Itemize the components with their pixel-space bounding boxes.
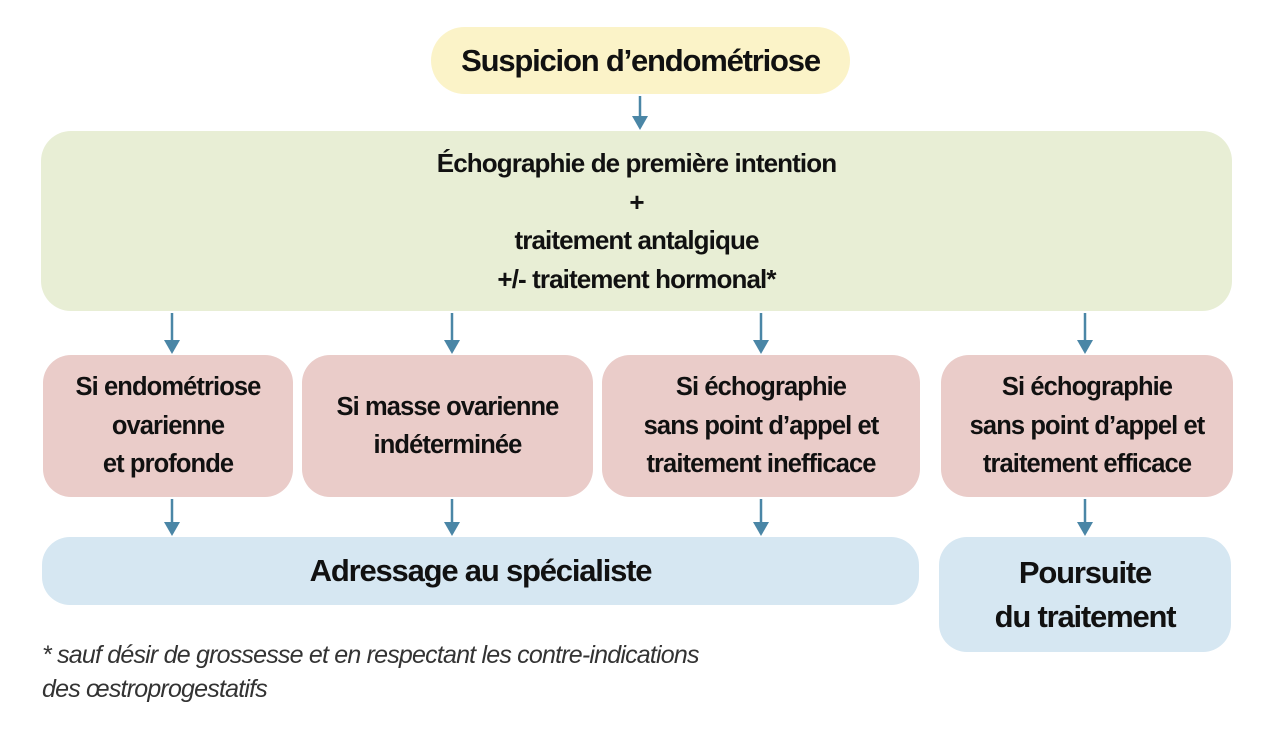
condition-line: Si endométriose xyxy=(75,373,262,402)
condition-line: indéterminée xyxy=(373,431,523,459)
condition-line: Si échographie xyxy=(675,373,847,402)
first-line-antalgic: traitement antalgique xyxy=(514,225,759,255)
footnote-line: des œstroprogestatifs xyxy=(42,675,268,703)
first-line-plus: + xyxy=(629,186,644,217)
arrow-suspicion-to-first-line xyxy=(632,96,648,130)
footnote-line: * sauf désir de grossesse et en respecta… xyxy=(42,641,700,669)
condition-line: traitement efficace xyxy=(982,450,1192,479)
condition-line: sans point d’appel et xyxy=(969,411,1206,440)
first-line-hormonal: +/- traitement hormonal* xyxy=(497,263,776,294)
arrow-first-line-to-condition-2 xyxy=(444,313,460,354)
condition-box-ovarian-mass: Si masse ovarienne indéterminée xyxy=(302,355,593,497)
first-line-text: Échographie de première intention xyxy=(436,148,837,178)
condition-line: traitement inefficace xyxy=(646,450,876,479)
arrow-condition-1-to-specialist xyxy=(164,499,180,536)
outcome-label: Poursuite xyxy=(1018,554,1152,590)
condition-line: ovarienne xyxy=(111,411,225,440)
condition-line: Si masse ovarienne xyxy=(336,392,560,421)
outcome-label: Adressage au spécialiste xyxy=(309,553,653,588)
footnote: * sauf désir de grossesse et en respecta… xyxy=(42,638,902,706)
arrow-condition-4-to-continue xyxy=(1077,499,1093,536)
suspicion-box: Suspicion d’endométriose xyxy=(431,27,850,94)
first-line-box: Échographie de première intention + trai… xyxy=(41,131,1232,311)
arrow-first-line-to-condition-4 xyxy=(1077,313,1093,354)
condition-box-endometriosis: Si endométriose ovarienne et profonde xyxy=(43,355,293,497)
suspicion-label: Suspicion d’endométriose xyxy=(461,42,821,78)
arrow-condition-2-to-specialist xyxy=(444,499,460,536)
condition-box-treatment-effective: Si échographie sans point d’appel et tra… xyxy=(941,355,1233,497)
outcome-box-continue-treatment: Poursuite du traitement xyxy=(939,537,1231,652)
outcome-box-specialist: Adressage au spécialiste xyxy=(42,537,919,605)
condition-line: et profonde xyxy=(102,450,234,479)
condition-line: Si échographie xyxy=(1001,373,1173,402)
condition-box-treatment-ineffective: Si échographie sans point d’appel et tra… xyxy=(602,355,920,497)
condition-line: sans point d’appel et xyxy=(643,411,880,440)
outcome-label: du traitement xyxy=(994,598,1177,634)
arrow-condition-3-to-specialist xyxy=(753,499,769,536)
arrow-first-line-to-condition-1 xyxy=(164,313,180,354)
arrow-first-line-to-condition-3 xyxy=(753,313,769,354)
